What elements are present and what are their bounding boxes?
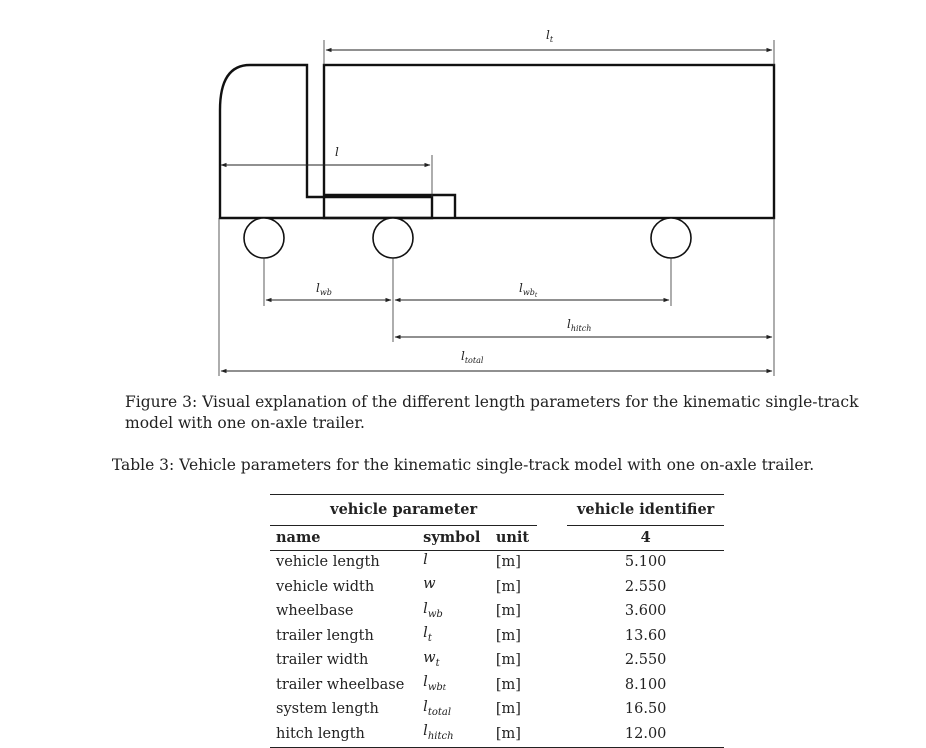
label-trailer-wheelbase: lwbt [519,281,538,299]
table-row: trailer length lt [m] 13.60 [270,624,724,648]
table-row: system length ltotal [m] 16.50 [270,698,724,722]
param-unit: [m] [495,652,521,669]
truck-trailer-diagram: lt l lwb lwbt lhitch ltotal [218,28,776,376]
table-row: wheelbase lwb [m] 3.600 [270,600,724,624]
table-body: vehicle length l [m] 5.100 vehicle width w [m]… [270,551,724,748]
label-hitch-length: lhitch [567,317,591,333]
param-unit: [m] [495,627,521,644]
table-row: trailer wheelbase lwbt [m] 8.100 [270,673,724,697]
param-name: vehicle width [276,578,375,595]
col-header-name: name [270,525,418,551]
rear-wheel [372,217,414,259]
group-header-vehicle-parameter: vehicle parameter [270,494,538,526]
param-value: 12.00 [624,725,667,742]
param-symbol: lwbt [423,674,446,694]
table-row: trailer width wt [m] 2.550 [270,649,724,673]
vehicle-parameter-table: vehicle parameter vehicle identifier nam… [270,494,724,748]
col-header-symbol: symbol [417,525,490,551]
front-wheel [243,217,285,259]
label-trailer-length: lt [546,28,554,44]
param-value: 8.100 [624,676,667,693]
param-value: 5.100 [624,554,667,571]
param-value: 16.50 [624,701,667,718]
param-symbol: lt [423,625,432,645]
param-unit: [m] [495,725,521,742]
param-name: hitch length [276,725,365,742]
figure-caption: Figure 3: Visual explanation of the diff… [125,393,859,432]
param-name: trailer length [276,627,374,644]
param-value: 2.550 [624,578,667,595]
param-name: vehicle length [276,554,380,571]
param-name: trailer wheelbase [276,676,405,693]
param-symbol: l [423,552,428,568]
group-header-vehicle-identifier: vehicle identifier [567,494,724,526]
param-value: 2.550 [624,652,667,669]
param-symbol: w [423,576,436,593]
trailer-wheel [650,217,692,259]
table-row: vehicle width w [m] 2.550 [270,575,724,599]
table-row: hitch length lhitch [m] 12.00 [270,722,724,748]
param-symbol: lwb [423,600,443,620]
param-name: wheelbase [276,603,354,620]
param-symbol: wt [423,649,440,669]
extension-lines [218,40,775,376]
param-value: 13.60 [624,627,667,644]
table-row: vehicle length l [m] 5.100 [270,551,724,576]
param-unit: [m] [495,578,521,595]
param-value: 3.600 [624,603,667,620]
tractor-cab [218,63,434,220]
param-symbol: lhitch [423,723,454,743]
trailer-gooseneck [324,193,457,218]
param-unit: [m] [495,554,521,571]
param-unit: [m] [495,701,521,718]
table-column-header: name symbol unit 4 [270,525,724,551]
col-header-unit: unit [489,525,538,551]
label-vehicle-length: l [335,145,339,159]
table-group-header: vehicle parameter vehicle identifier [270,494,724,526]
param-name: system length [276,701,379,718]
param-symbol: ltotal [423,698,452,718]
table-caption: Table 3: Vehicle parameters for the kine… [111,456,815,474]
label-system-length: ltotal [461,349,484,365]
label-wheelbase: lwb [316,281,332,297]
col-header-identifier: 4 [567,525,724,551]
param-unit: [m] [495,676,521,693]
param-unit: [m] [495,603,521,620]
trailer-body [322,63,776,220]
param-name: trailer width [276,652,369,669]
